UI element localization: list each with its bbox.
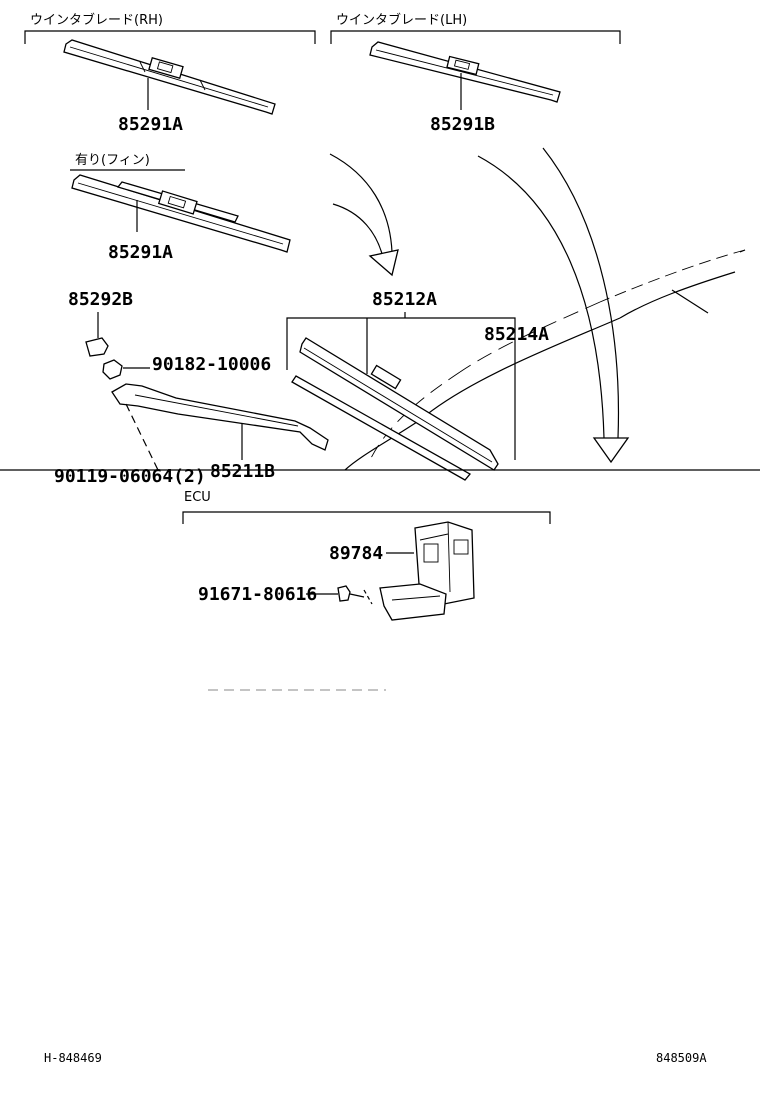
footer-left-code: H-848469 — [44, 1051, 102, 1065]
ecu-bracket — [182, 511, 551, 524]
rear-glass-outline — [344, 249, 746, 471]
part-85211B: 85211B — [210, 461, 275, 482]
winter-blade-fin — [71, 174, 291, 253]
part-85291A-fin: 85291A — [108, 242, 173, 263]
wiper-arm — [111, 383, 329, 451]
part-85214A: 85214A — [484, 324, 549, 345]
lh-blade-heading: ウインタブレード(LH) — [336, 12, 467, 28]
with-fin-heading: 有り(フィン) — [75, 153, 150, 168]
part-85212A: 85212A — [372, 289, 437, 310]
wiper-blade-assembly — [291, 337, 499, 481]
part-89784: 89784 — [329, 543, 383, 564]
rh-blade-bracket — [24, 30, 316, 44]
ecu-unit — [379, 521, 475, 621]
part-85291A-top: 85291A — [118, 114, 183, 135]
ecu-heading: ECU — [184, 490, 211, 505]
winter-blade-lh — [369, 41, 561, 103]
arrow-to-window — [477, 147, 630, 464]
lh-blade-bracket — [330, 30, 621, 44]
part-90119-06064: 90119-06064(2) — [54, 466, 206, 487]
winter-blade-rh — [63, 39, 276, 115]
wiper-cap — [85, 337, 109, 357]
arrow-to-blade-small — [329, 153, 399, 277]
part-90182-10006: 90182-10006 — [152, 354, 271, 375]
part-85292B: 85292B — [68, 289, 133, 310]
part-85291B: 85291B — [430, 114, 495, 135]
ecu-bolt — [337, 585, 373, 605]
bracket-85212A — [286, 317, 516, 460]
rh-blade-heading: ウインタブレード(RH) — [30, 12, 163, 28]
nut — [102, 359, 123, 380]
part-91671-80616: 91671-80616 — [198, 584, 317, 605]
arm-bolt-dashed-line — [125, 403, 159, 471]
footer-right-code: 848509A — [656, 1051, 707, 1065]
